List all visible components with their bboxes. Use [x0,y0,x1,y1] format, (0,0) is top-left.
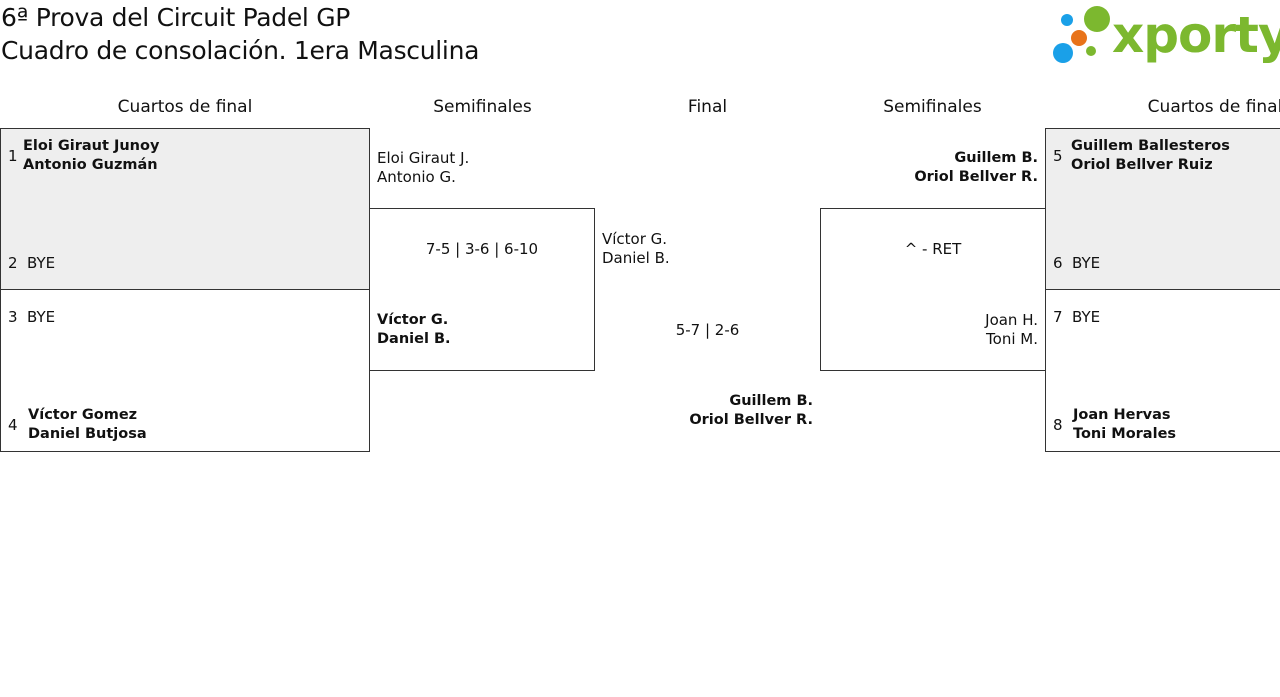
left-semifinal-winner-player[interactable]: Víctor G. [377,312,449,328]
final-top-player[interactable]: Daniel B. [602,249,670,267]
right-semifinal-winner-player[interactable]: Oriol Bellver R. [914,169,1038,185]
bye-label: BYE [1072,254,1101,272]
logo-dots-icon [1053,6,1110,63]
right-quarterfinals-column: 5 Guillem Ballesteros Oriol Bellver Ruiz… [1045,128,1280,453]
round-header-right-quarterfinals: Cuartos de final [1147,97,1280,117]
seed-number: 1 [8,147,18,165]
right-semifinal-bottom-player[interactable]: Joan H. [985,311,1038,329]
left-semifinal-match: 7-5 | 3-6 | 6-10 Víctor G. Daniel B. [369,208,595,371]
seed-number: 3 [8,308,18,326]
player-name[interactable]: Víctor Gomez [28,407,138,423]
player-name[interactable]: Antonio Guzmán [23,157,158,173]
seed-number: 8 [1053,416,1063,434]
seed-number: 5 [1053,147,1063,165]
final-top-player[interactable]: Víctor G. [602,230,668,248]
bye-label: BYE [27,254,56,272]
seed-number: 6 [1053,254,1063,272]
player-name[interactable]: Daniel Butjosa [28,426,147,442]
right-semifinal-match: ^ - RET Joan H. Toni M. [820,208,1046,371]
tournament-title: 6ª Prova del Circuit Padel GP [1,3,351,32]
match-score: ^ - RET [904,240,962,258]
seed-number: 2 [8,254,18,272]
seed-number: 7 [1053,308,1063,326]
xporty-logo: xporty [1050,4,1280,68]
round-header-left-quarterfinals: Cuartos de final [117,97,253,117]
right-quarterfinal-match-2: 7 BYE 8 Joan Hervas Toni Morales [1045,289,1280,452]
round-header-right-semifinals: Semifinales [883,97,982,117]
seed-number: 4 [8,416,18,434]
right-quarterfinal-match-1: 5 Guillem Ballesteros Oriol Bellver Ruiz… [1045,128,1280,290]
round-header-left-semifinals: Semifinales [433,97,532,117]
player-name[interactable]: Toni Morales [1073,426,1177,442]
right-semifinal-winner-player[interactable]: Guillem B. [954,150,1038,166]
bye-label: BYE [27,308,56,326]
round-header-final: Final [687,97,728,117]
player-name[interactable]: Eloi Giraut Junoy [23,138,160,154]
left-quarterfinal-match-1: 1 Eloi Giraut Junoy Antonio Guzmán 2 BYE [0,128,370,290]
left-semifinal-winner-player[interactable]: Daniel B. [377,331,451,347]
left-semifinal-top-player[interactable]: Antonio G. [377,168,456,186]
left-semifinal-top-player[interactable]: Eloi Giraut J. [377,149,470,167]
final-score: 5-7 | 2-6 [675,321,740,339]
player-name[interactable]: Oriol Bellver Ruiz [1071,157,1213,173]
final-winner-player[interactable]: Guillem B. [729,393,813,409]
bye-label: BYE [1072,308,1101,326]
left-quarterfinal-match-2: 3 BYE 4 Víctor Gomez Daniel Butjosa [0,289,370,452]
player-name[interactable]: Joan Hervas [1073,407,1171,423]
logo-wordmark: xporty [1112,6,1280,64]
match-score: 7-5 | 3-6 | 6-10 [425,240,539,258]
draw-subtitle: Cuadro de consolación. 1era Masculina [1,36,480,65]
final-winner-player[interactable]: Oriol Bellver R. [689,412,813,428]
player-name[interactable]: Guillem Ballesteros [1071,138,1230,154]
right-semifinal-bottom-player[interactable]: Toni M. [986,330,1038,348]
